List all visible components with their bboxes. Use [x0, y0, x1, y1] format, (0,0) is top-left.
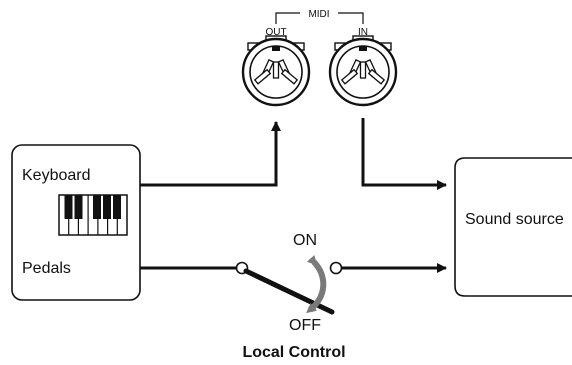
on-off-toggle-arrow — [306, 254, 327, 314]
sound-source-label: Sound source — [465, 211, 564, 228]
midi-in-to-sound-source-line — [361, 118, 447, 190]
midi-in-connector — [328, 34, 398, 107]
midi-out-label: OUT — [265, 27, 286, 38]
switch-off-label: OFF — [289, 317, 321, 334]
pedals-label: Pedals — [22, 260, 71, 277]
midi-label: MIDI — [308, 9, 329, 20]
keyboard-label: Keyboard — [22, 167, 91, 184]
diagram-caption: Local Control — [242, 344, 345, 361]
keyboard-to-midi-out-line — [140, 121, 281, 187]
switch-right-terminal — [329, 261, 343, 275]
midi-in-label: IN — [358, 27, 368, 38]
switch-lever — [243, 268, 335, 315]
midi-label-group: MIDI OUT IN — [265, 9, 368, 38]
midi-bracket — [275, 12, 364, 24]
midi-out-connector — [241, 34, 311, 107]
switch-on-label: ON — [293, 232, 317, 249]
sound-source-box — [454, 157, 572, 297]
piano-keys-icon — [58, 194, 128, 236]
